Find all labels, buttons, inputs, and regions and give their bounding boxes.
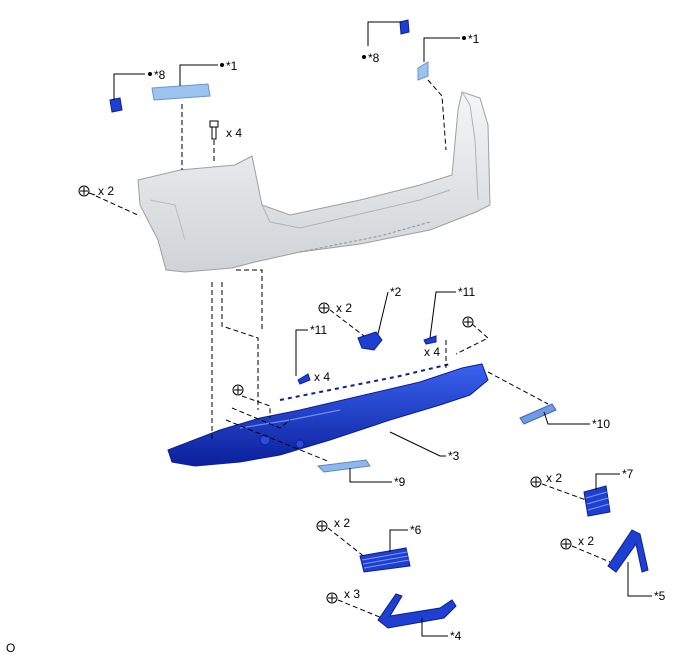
qty-clip-6: x 2: [334, 516, 350, 530]
label-10: *10: [592, 417, 610, 431]
garnish-5: [607, 529, 649, 573]
qty-clip-7: x 2: [546, 471, 562, 485]
footer-code: O: [6, 641, 15, 655]
qty-clip-11-right: x 4: [424, 345, 440, 359]
push-clip-icon: [316, 520, 328, 532]
label-2: *2: [390, 285, 402, 299]
label-5: *5: [654, 589, 666, 603]
label-8-right: *8: [368, 51, 380, 65]
label-1-right: *1: [468, 32, 480, 46]
qty-clip-5: x 2: [578, 534, 594, 548]
qty-clip-bumper: x 2: [98, 184, 114, 198]
reflector-strip-10: [519, 403, 557, 425]
push-clip-icon: [318, 302, 330, 314]
push-clip-icon: [78, 185, 96, 197]
qty-clip-4: x 3: [344, 587, 360, 601]
label-4: *4: [450, 629, 462, 643]
qty-bolt-top: x 4: [226, 126, 242, 140]
label-6: *6: [410, 523, 422, 537]
marker-dot-icon: [362, 55, 366, 59]
clip-11-right: [423, 335, 437, 345]
leader-lines: [113, 21, 652, 637]
push-clip-icon: [462, 316, 474, 328]
garnish-4: [377, 593, 457, 629]
bracket-2: [357, 331, 383, 351]
push-clip-icon: [326, 592, 338, 604]
assembly-dashed-lines: [95, 79, 611, 619]
marker-dot-icon: [462, 36, 466, 40]
lower-diffuser: [167, 363, 489, 467]
part-8-right: [399, 19, 410, 35]
grille-7: [583, 485, 611, 517]
reflector-strip-9: [316, 459, 371, 473]
label-7: *7: [622, 467, 634, 481]
part-1-right: [417, 61, 429, 81]
label-1-left: *1: [226, 59, 238, 73]
push-clip-icon: [232, 384, 244, 396]
marker-dot-icon: [220, 63, 224, 67]
label-11-right: *11: [458, 285, 475, 299]
push-clip-icon: [530, 476, 542, 488]
grille-6: [359, 547, 411, 573]
clip-11-left: [297, 373, 311, 385]
label-11-left: *11: [310, 323, 327, 337]
label-8-left: *8: [154, 68, 166, 82]
marker-dot-icon: [148, 72, 152, 76]
rear-bumper-cover: [137, 91, 491, 273]
qty-clip-2: x 2: [336, 301, 352, 315]
label-3: *3: [448, 449, 460, 463]
part-1-left: [151, 83, 211, 101]
push-clip-icon: [560, 538, 572, 550]
bolt-icon: [209, 120, 219, 140]
part-8-left: [109, 97, 123, 113]
qty-clip-11-left: x 4: [314, 370, 330, 384]
label-9: *9: [394, 475, 406, 489]
